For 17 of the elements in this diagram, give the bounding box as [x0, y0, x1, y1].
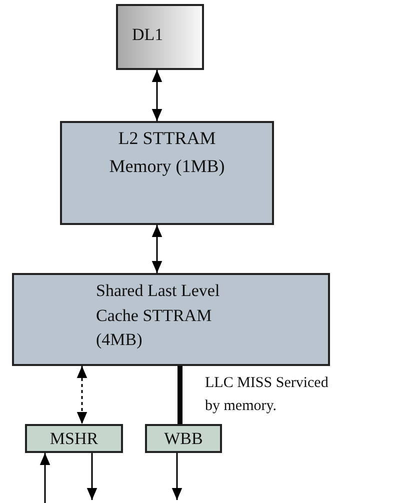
process-box: [12, 273, 330, 366]
process-box: [116, 4, 204, 70]
box-label: Shared Last Level Cache STTRAM (4MB): [96, 280, 221, 352]
process-box: [145, 424, 222, 453]
box-label: WBB: [164, 428, 203, 450]
box-label: L2 STTRAM Memory (1MB): [108, 127, 226, 178]
arrow: [152, 225, 162, 273]
arrow: [76, 366, 88, 424]
note-text: LLC MISS Serviced by memory.: [205, 374, 330, 416]
arrow: [86, 453, 98, 500]
box-label: MSHR: [50, 428, 98, 450]
process-box: [25, 424, 123, 453]
box-label: DL1: [132, 24, 164, 46]
arrow: [152, 70, 162, 121]
process-box: [60, 121, 274, 225]
arrow: [40, 453, 50, 503]
arrow: [172, 453, 182, 500]
